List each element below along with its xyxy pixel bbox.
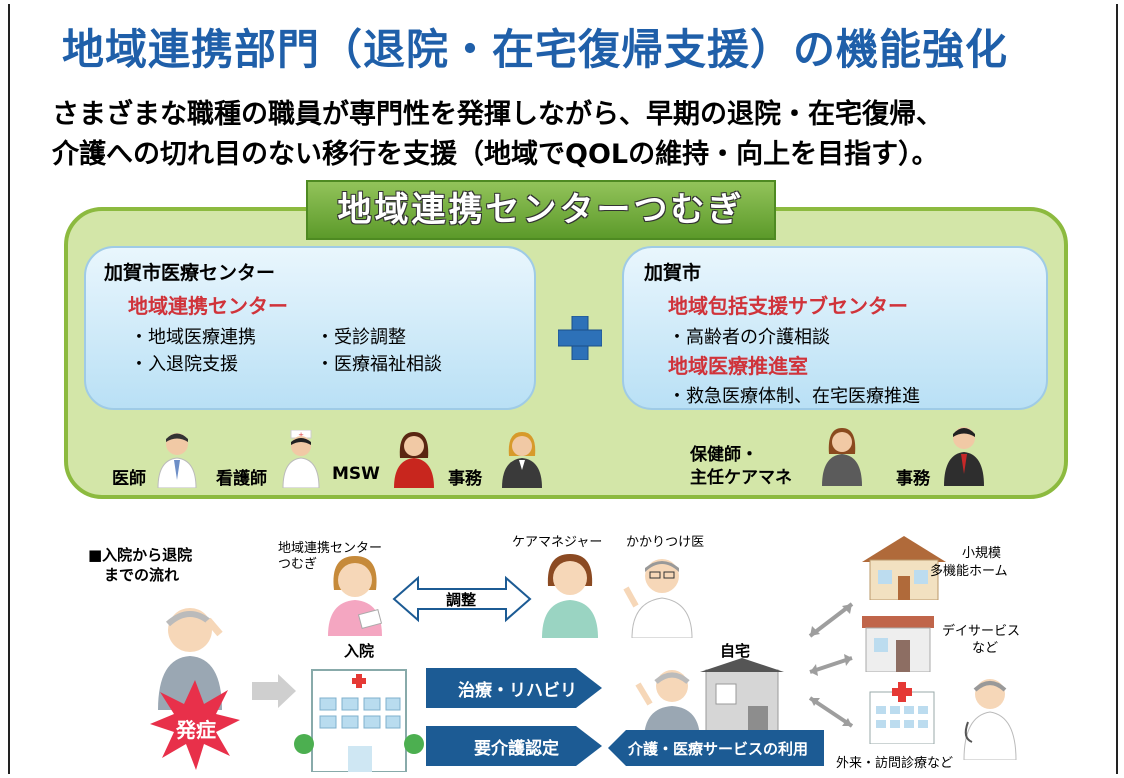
svg-text:+: + xyxy=(298,431,304,439)
facility-2-line1: デイサービス xyxy=(942,624,1021,639)
coordination-arrow xyxy=(392,575,532,623)
facility-1-line2: 多機能ホーム xyxy=(930,564,1008,579)
service-item: ・高齢者の介護相談 xyxy=(668,327,830,348)
clinic-icon xyxy=(869,682,935,744)
visiting-doctor-icon xyxy=(963,679,1017,760)
city-office-staff-icon xyxy=(944,427,984,486)
treatment-label: 治療・リハビリ xyxy=(458,681,577,701)
subtitle-line-1: さまざまな職種の職員が専門性を発揮しながら、早期の退院・在宅復帰、 xyxy=(52,99,943,130)
service-item: ・医療福祉相談 xyxy=(316,354,442,375)
public-health-nurse-icon xyxy=(822,428,862,486)
center-banner: 地域連携センターつむぎ xyxy=(306,180,776,240)
care-cert-arrow xyxy=(426,726,602,766)
msw-staff-icon xyxy=(394,432,434,488)
facility-3-label: 外来・訪問診療など xyxy=(836,756,954,771)
staff-label-nurse-care-line2: 主任ケアマネ xyxy=(690,468,792,488)
service-item: ・地域医療連携 xyxy=(130,327,256,348)
medical-center-name: 加賀市医療センター xyxy=(104,262,276,284)
home-label: 自宅 xyxy=(720,642,751,660)
two-way-arrow-icon xyxy=(808,602,854,638)
small-multi-home-icon xyxy=(862,536,946,600)
promotion-office-unit: 地域医療推進室 xyxy=(668,354,808,378)
coordinator-icon xyxy=(328,556,383,636)
service-item: ・入退院支援 xyxy=(130,354,238,375)
two-way-arrow-icon xyxy=(809,654,853,676)
care-manager-label: ケアマネジャー xyxy=(512,535,603,550)
two-way-arrow-icon xyxy=(808,696,854,728)
staff-label-city-office: 事務 xyxy=(896,469,930,489)
coordination-label: 調整 xyxy=(446,591,477,609)
hospital-icon xyxy=(294,669,424,772)
facility-2-line2: など xyxy=(972,641,999,656)
medical-center-box xyxy=(84,246,536,410)
staff-label-nurse: 看護師 xyxy=(216,469,267,489)
onset-burst-icon xyxy=(150,680,240,770)
day-service-icon xyxy=(862,616,934,672)
family-doctor-icon xyxy=(623,559,693,638)
family-doctor-label: かかりつけ医 xyxy=(626,535,705,550)
admission-label: 入院 xyxy=(344,642,375,660)
kaga-city-box xyxy=(622,246,1048,410)
staff-label-doctor: 医師 xyxy=(112,469,146,489)
onset-label: 発症 xyxy=(176,718,216,742)
doctor-icon xyxy=(157,433,197,488)
subtitle-line-2: 介護への切れ目のない移行を支援（地域でQOLの維持・向上を目指す）。 xyxy=(52,139,939,170)
medical-center-unit: 地域連携センター xyxy=(128,294,288,318)
patient-icon xyxy=(158,608,223,710)
city-name: 加賀市 xyxy=(644,262,702,284)
gray-arrow-icon xyxy=(252,674,296,708)
sub-center-unit: 地域包括支援サブセンター xyxy=(668,294,908,318)
plus-icon xyxy=(558,316,602,360)
care-manager-icon xyxy=(542,554,598,638)
staff-label-msw: MSW xyxy=(332,464,380,484)
nurse-icon: + xyxy=(282,430,320,488)
tsumugi-label-line2: つむぎ xyxy=(278,557,318,572)
treatment-arrow xyxy=(426,668,602,708)
service-item: ・受診調整 xyxy=(316,327,406,348)
flow-heading-line1: ■入院から退院 xyxy=(88,546,193,564)
staff-label-office: 事務 xyxy=(448,469,482,489)
services-label: 介護・医療サービスの利用 xyxy=(628,740,809,758)
facility-1-line1: 小規模 xyxy=(962,546,1002,561)
staff-label-nurse-care-line1: 保健師・ xyxy=(690,445,758,465)
page-title: 地域連携部門（退院・在宅復帰支援）の機能強化 xyxy=(62,25,1009,74)
tsumugi-label-line1: 地域連携センター xyxy=(278,541,383,556)
flow-heading-line2: までの流れ xyxy=(104,566,180,584)
care-cert-label: 要介護認定 xyxy=(474,739,559,759)
service-item: ・救急医療体制、在宅医療推進 xyxy=(668,386,920,407)
office-staff-icon xyxy=(502,432,542,488)
slide-frame xyxy=(8,4,1118,774)
home-icon xyxy=(700,658,784,738)
services-banner xyxy=(608,730,824,766)
